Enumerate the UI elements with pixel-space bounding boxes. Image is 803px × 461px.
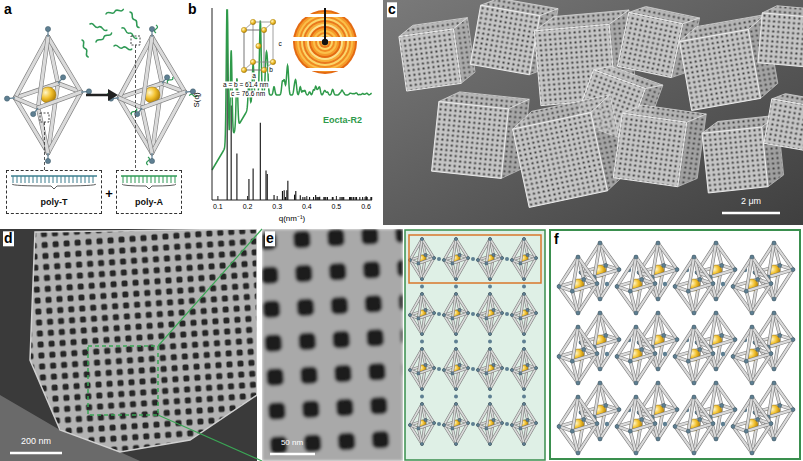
sample-name: Eocta-R2: [322, 116, 363, 126]
panel-letter: a: [3, 2, 13, 17]
axis-label: c: [277, 40, 282, 47]
saxs-pattern: [290, 8, 360, 74]
leader-line: [44, 122, 45, 170]
tick-label: 0.4: [301, 203, 313, 211]
strand-label: poly-T: [41, 198, 68, 208]
panel-letter: c: [387, 2, 397, 17]
scale-bar-label: 50 nm: [280, 439, 304, 448]
scale-bar-label: 2 μm: [740, 197, 762, 207]
tick-label: 0.5: [331, 203, 343, 211]
lattice-constant: c = 76.6 nm: [230, 90, 266, 97]
sem-image: [262, 229, 403, 461]
tick-label: 0.6: [360, 203, 372, 211]
scale-bar-label: 200 nm: [20, 437, 52, 447]
plus-sign: +: [104, 187, 114, 201]
panel-letter: b: [187, 2, 198, 17]
leader-line: [135, 45, 136, 170]
assembly-scheme: [4, 8, 197, 165]
strand-comb: [121, 173, 177, 190]
strand-label: poly-A: [135, 198, 163, 208]
axis-label: b: [268, 66, 274, 73]
tick-label: 0.1: [212, 203, 224, 211]
panel-letter: e: [265, 231, 275, 246]
tick-label: 0.3: [271, 203, 283, 211]
sem-image: [0, 229, 257, 461]
axis-label: a: [251, 72, 257, 79]
lattice-3d: [550, 230, 800, 459]
axis-title: S(q): [193, 91, 202, 108]
tick-label: 0.2: [242, 203, 254, 211]
unit-cell: [241, 19, 275, 72]
panel-letter: d: [3, 231, 14, 246]
strand-comb: [11, 173, 97, 190]
lattice-constant: a = b = 61.4 nm: [222, 81, 270, 88]
strand-box: poly-A: [116, 170, 182, 214]
lattice-scheme: [405, 230, 545, 460]
saxs-plot: [212, 8, 372, 200]
axis-title: q(nm⁻¹): [278, 215, 307, 224]
panel-letter: f: [553, 232, 560, 247]
zoom-box: [88, 346, 158, 415]
sem-image: [383, 0, 803, 225]
strand-box: poly-T: [6, 170, 102, 214]
